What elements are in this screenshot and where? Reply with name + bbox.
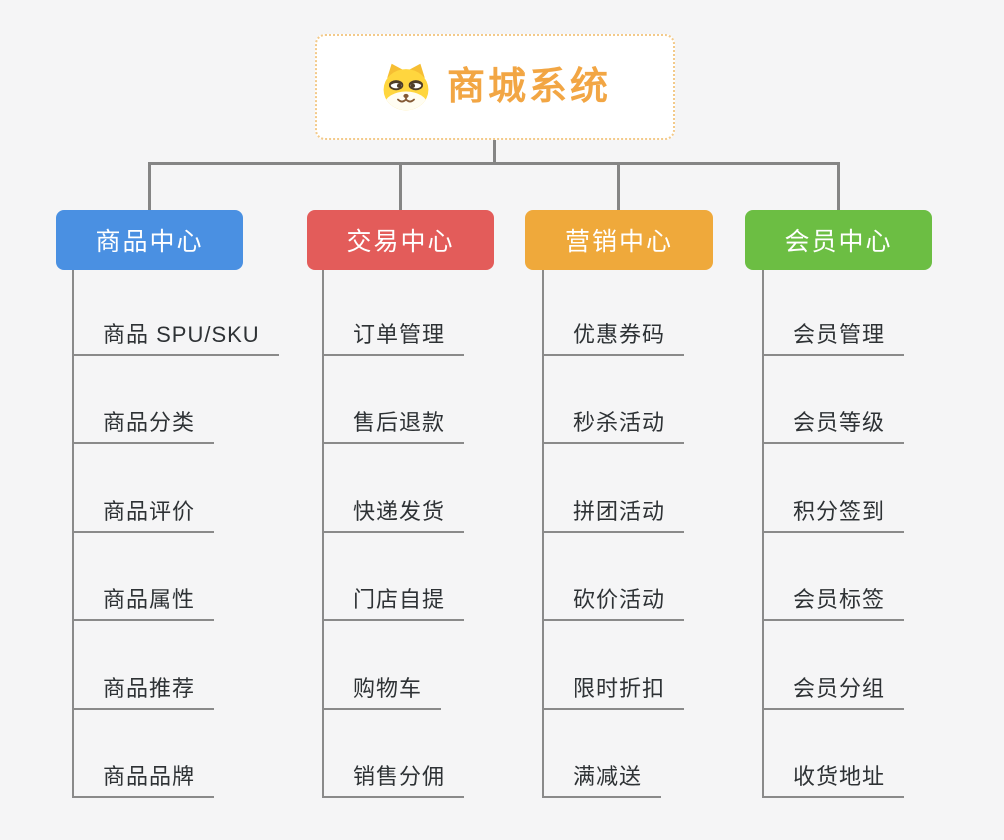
connector-drop-trade	[399, 162, 402, 210]
sub-topic[interactable]: 商品属性	[72, 533, 215, 621]
connector-drop-product	[148, 162, 151, 210]
sub-topic[interactable]: 销售分佣	[322, 710, 465, 798]
sub-topic[interactable]: 秒杀活动	[542, 356, 685, 444]
sub-topic[interactable]: 会员标签	[762, 533, 905, 621]
sub-topic[interactable]: 快递发货	[322, 444, 465, 533]
sub-topic[interactable]: 会员分组	[762, 621, 905, 710]
sub-topic[interactable]: 售后退款	[322, 356, 465, 444]
connector-branch-line	[322, 270, 324, 797]
sub-topic[interactable]: 商品 SPU/SKU	[72, 267, 279, 356]
branch-label: 商品中心	[95, 228, 204, 256]
connector-root-stem	[493, 140, 496, 165]
sub-topic[interactable]: 商品品牌	[72, 710, 215, 798]
connector-drop-marketing	[617, 162, 620, 210]
connector-branch-line	[762, 270, 764, 797]
connector-branch-line	[72, 270, 74, 797]
branch-label: 会员中心	[784, 228, 893, 256]
sub-topic[interactable]: 会员管理	[762, 267, 905, 356]
sub-topic[interactable]: 订单管理	[322, 267, 465, 356]
sub-topic[interactable]: 优惠券码	[542, 267, 685, 356]
branch-node-trade-center[interactable]: 交易中心	[307, 210, 494, 270]
sub-topic[interactable]: 满减送	[542, 710, 662, 798]
branch-node-product-center[interactable]: 商品中心	[56, 210, 243, 270]
root-node[interactable]: 商城系统	[315, 34, 675, 140]
branch-label: 营销中心	[564, 228, 673, 256]
root-title: 商城系统	[446, 66, 611, 108]
branch-node-marketing-center[interactable]: 营销中心	[525, 210, 713, 270]
sub-topic[interactable]: 限时折扣	[542, 621, 685, 710]
branch-children-product-center: 商品 SPU/SKU 商品分类 商品评价 商品属性 商品推荐 商品品牌	[72, 267, 322, 798]
sub-topic[interactable]: 收货地址	[762, 710, 905, 798]
branch-children-marketing-center: 优惠券码 秒杀活动 拼团活动 砍价活动 限时折扣 满减送	[542, 267, 792, 798]
branch-children-trade-center: 订单管理 售后退款 快递发货 门店自提 购物车 销售分佣	[322, 267, 572, 798]
branch-children-member-center: 会员管理 会员等级 积分签到 会员标签 会员分组 收货地址	[762, 267, 1004, 798]
connector-horizontal-bar	[148, 162, 840, 165]
dog-face-icon	[379, 61, 433, 113]
sub-topic[interactable]: 门店自提	[322, 533, 465, 621]
sub-topic[interactable]: 拼团活动	[542, 444, 685, 533]
connector-drop-member	[837, 162, 840, 210]
branch-node-member-center[interactable]: 会员中心	[745, 210, 932, 270]
sub-topic[interactable]: 商品分类	[72, 356, 215, 444]
sub-topic[interactable]: 商品评价	[72, 444, 215, 533]
branch-label: 交易中心	[346, 228, 455, 256]
sub-topic[interactable]: 积分签到	[762, 444, 905, 533]
sub-topic[interactable]: 砍价活动	[542, 533, 685, 621]
sub-topic[interactable]: 购物车	[322, 621, 442, 710]
sub-topic[interactable]: 会员等级	[762, 356, 905, 444]
sub-topic[interactable]: 商品推荐	[72, 621, 215, 710]
connector-branch-line	[542, 270, 544, 797]
